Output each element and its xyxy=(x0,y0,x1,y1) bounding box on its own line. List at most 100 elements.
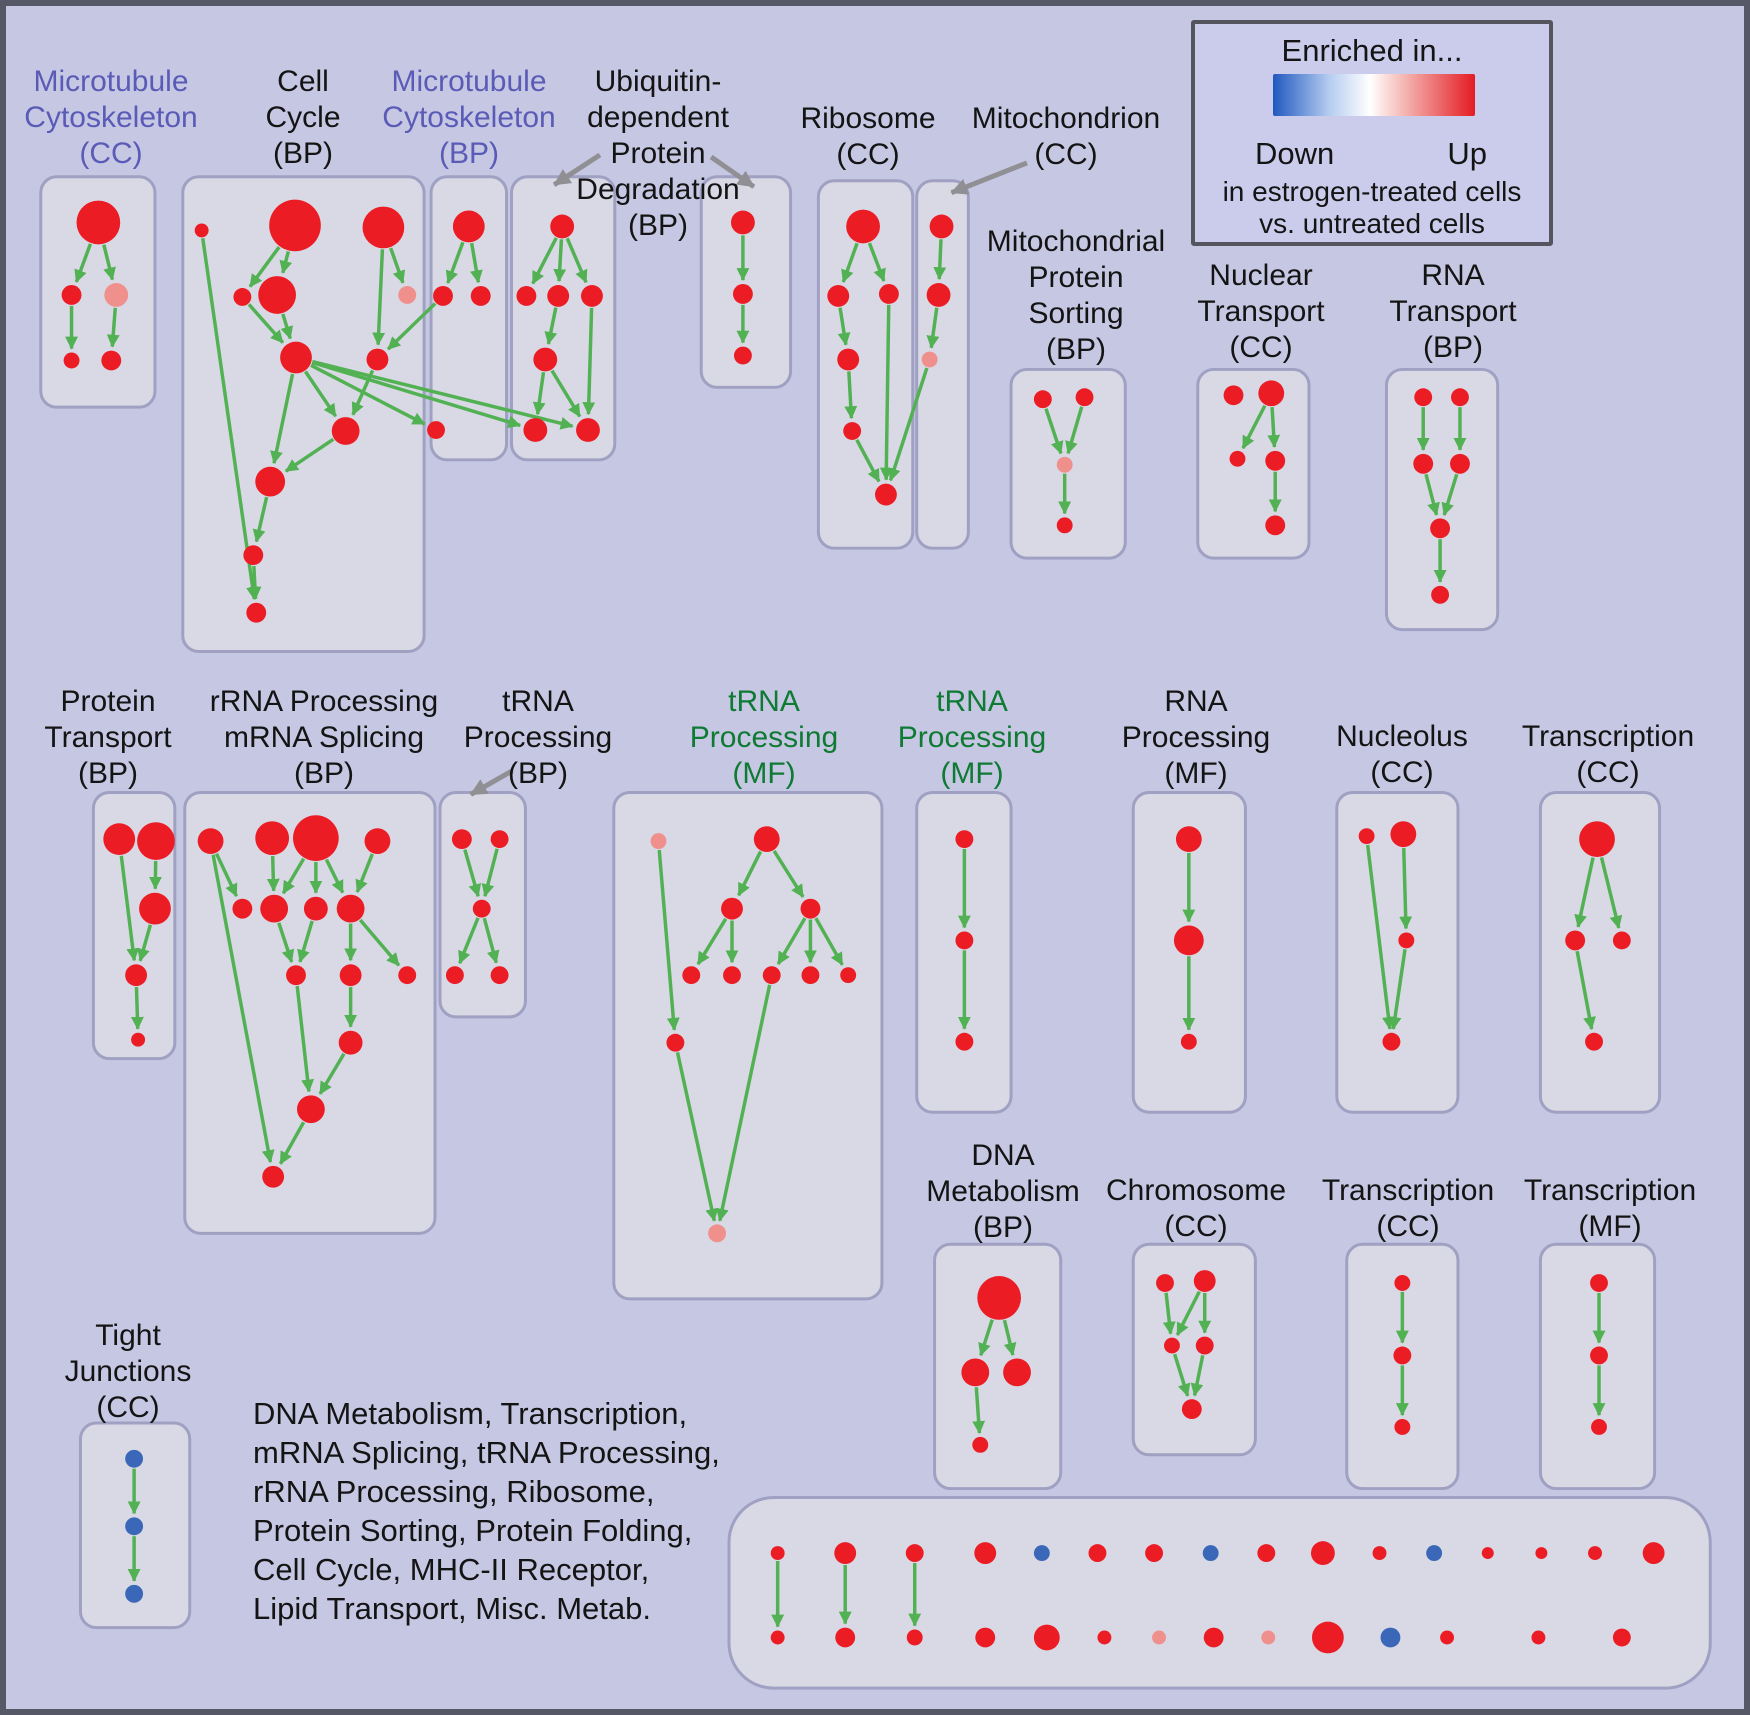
misc-node-18 xyxy=(906,1629,923,1646)
misc-node-21 xyxy=(1097,1630,1112,1645)
edge-arrow xyxy=(1574,857,1595,928)
protein-transport-node-1 xyxy=(137,822,175,860)
edge-arrow xyxy=(772,849,805,898)
edge-arrow xyxy=(458,917,480,965)
nucleolus-box xyxy=(1335,790,1460,1114)
misc-node-2 xyxy=(905,1544,924,1563)
label-microtubule-bp: Microtubule Cytoskeleton (BP) xyxy=(382,65,556,170)
misc-node-25 xyxy=(1311,1621,1344,1654)
misc-node-13 xyxy=(1535,1547,1548,1560)
tight-junctions-node-1 xyxy=(125,1517,144,1536)
nuclear-transport-node-1 xyxy=(1258,380,1285,407)
cell-cycle-node-1 xyxy=(269,199,321,252)
rrna-mrna-node-5 xyxy=(260,894,289,923)
misc-node-11 xyxy=(1426,1545,1443,1562)
edge-arrow xyxy=(102,244,116,281)
legend: Enriched in... Down Up in estrogen-treat… xyxy=(1191,20,1553,246)
misc-node-24 xyxy=(1261,1630,1276,1645)
rrna-mrna-node-2 xyxy=(293,815,339,861)
edges-layer xyxy=(65,152,1623,1628)
label-cell-cycle: Cell Cycle (BP) xyxy=(265,65,341,170)
edge-arrow xyxy=(933,239,947,281)
rna-mf-node-0 xyxy=(1175,826,1202,853)
misc-node-3 xyxy=(974,1542,997,1565)
ubiquitin-1-node-1 xyxy=(516,286,537,306)
nucleolus-node-1 xyxy=(1390,821,1417,848)
network-diagram xyxy=(39,152,1712,1690)
ribosome-node-3 xyxy=(837,348,860,371)
rna-transport-node-1 xyxy=(1451,388,1469,407)
chromosome-node-2 xyxy=(1164,1337,1180,1354)
ubiquitin-2-node-0 xyxy=(730,210,755,235)
chromosome-node-4 xyxy=(1181,1399,1202,1420)
edge-arrow xyxy=(532,372,546,416)
rna-transport-node-2 xyxy=(1413,453,1434,474)
ubiquitin-1-node-3 xyxy=(581,285,603,307)
legend-title: Enriched in... xyxy=(1281,33,1463,68)
rrna-mrna-node-7 xyxy=(336,894,365,923)
label-rna-transport: RNA Transport (BP) xyxy=(1389,259,1517,364)
edge-arrow xyxy=(737,850,763,897)
edge-arrow xyxy=(211,854,275,1164)
cell-cycle-node-6 xyxy=(280,341,312,374)
nucleolus-node-0 xyxy=(1358,828,1375,845)
chromosome-node-0 xyxy=(1156,1274,1174,1292)
edge-arrow xyxy=(926,307,940,349)
edge-arrow xyxy=(1575,950,1596,1030)
misc-node-23 xyxy=(1203,1627,1224,1648)
nuclear-transport-node-0 xyxy=(1223,385,1244,406)
trna-mf-2-node-2 xyxy=(955,1032,974,1051)
legend-subtitle-line2: vs. untreated cells xyxy=(1259,208,1485,239)
edge-arrow xyxy=(1175,1290,1201,1336)
trna-bp-node-2 xyxy=(472,899,491,918)
edge-arrow xyxy=(879,304,893,481)
transcription-mf-node-1 xyxy=(1590,1346,1608,1365)
misc-node-7 xyxy=(1202,1545,1219,1562)
ubiquitin-2-node-2 xyxy=(733,346,752,365)
edge-arrow xyxy=(1162,1292,1176,1335)
edge-arrow xyxy=(1002,1319,1017,1356)
label-trna-mf-2: tRNA Processing (MF) xyxy=(897,685,1047,790)
edge-arrow xyxy=(311,360,522,429)
edge-arrow xyxy=(481,848,499,898)
ribosome-node-4 xyxy=(843,422,862,440)
rna-transport-node-5 xyxy=(1431,585,1450,604)
nuclear-transport-node-2 xyxy=(1229,450,1246,467)
edge-arrow xyxy=(119,855,140,962)
edge-arrow xyxy=(1267,407,1281,448)
edge-arrow xyxy=(553,239,567,283)
misc-node-22 xyxy=(1152,1630,1166,1645)
edge-arrow xyxy=(715,984,772,1222)
edge-arrow xyxy=(841,242,859,283)
cell-cycle-node-5 xyxy=(398,286,417,304)
legend-gradient-bar xyxy=(1273,74,1475,116)
microtubule-cc-node-4 xyxy=(101,350,122,371)
nuclear-transport-node-3 xyxy=(1265,450,1286,471)
chromosome-node-3 xyxy=(1195,1336,1214,1355)
mitochondrion-node-0 xyxy=(929,214,954,239)
transcription-cc-2-node-0 xyxy=(1394,1275,1411,1291)
transcription-cc-1-node-2 xyxy=(1612,931,1631,950)
trna-mf-2-node-0 xyxy=(955,830,974,849)
trna-mf-1-node-5 xyxy=(723,966,741,985)
misc-cluster-description: DNA Metabolism, Transcription, mRNA Spli… xyxy=(253,1396,720,1626)
dna-metabolism-node-2 xyxy=(1003,1358,1031,1387)
mito-sorting-node-3 xyxy=(1056,517,1073,534)
label-ribosome: Ribosome (CC) xyxy=(800,102,936,171)
mito-sorting-node-0 xyxy=(1033,390,1052,409)
rna-transport-node-3 xyxy=(1450,453,1470,474)
ubiquitin-1-node-6 xyxy=(576,418,600,442)
transcription-cc-1-node-3 xyxy=(1585,1032,1603,1051)
transcription-mf-node-0 xyxy=(1590,1274,1608,1292)
edge-arrow xyxy=(837,307,851,346)
edge-arrow xyxy=(565,237,588,284)
edge-arrow xyxy=(281,857,306,895)
edge-arrow xyxy=(252,496,269,543)
trna-mf-1-node-8 xyxy=(840,967,857,984)
tight-junctions-node-2 xyxy=(125,1584,144,1603)
misc-node-10 xyxy=(1372,1546,1387,1561)
trna-bp-node-4 xyxy=(490,966,509,985)
rrna-mrna-node-13 xyxy=(262,1165,285,1188)
trna-mf-1-node-3 xyxy=(800,898,821,919)
microtubule-cc-node-1 xyxy=(61,285,82,305)
